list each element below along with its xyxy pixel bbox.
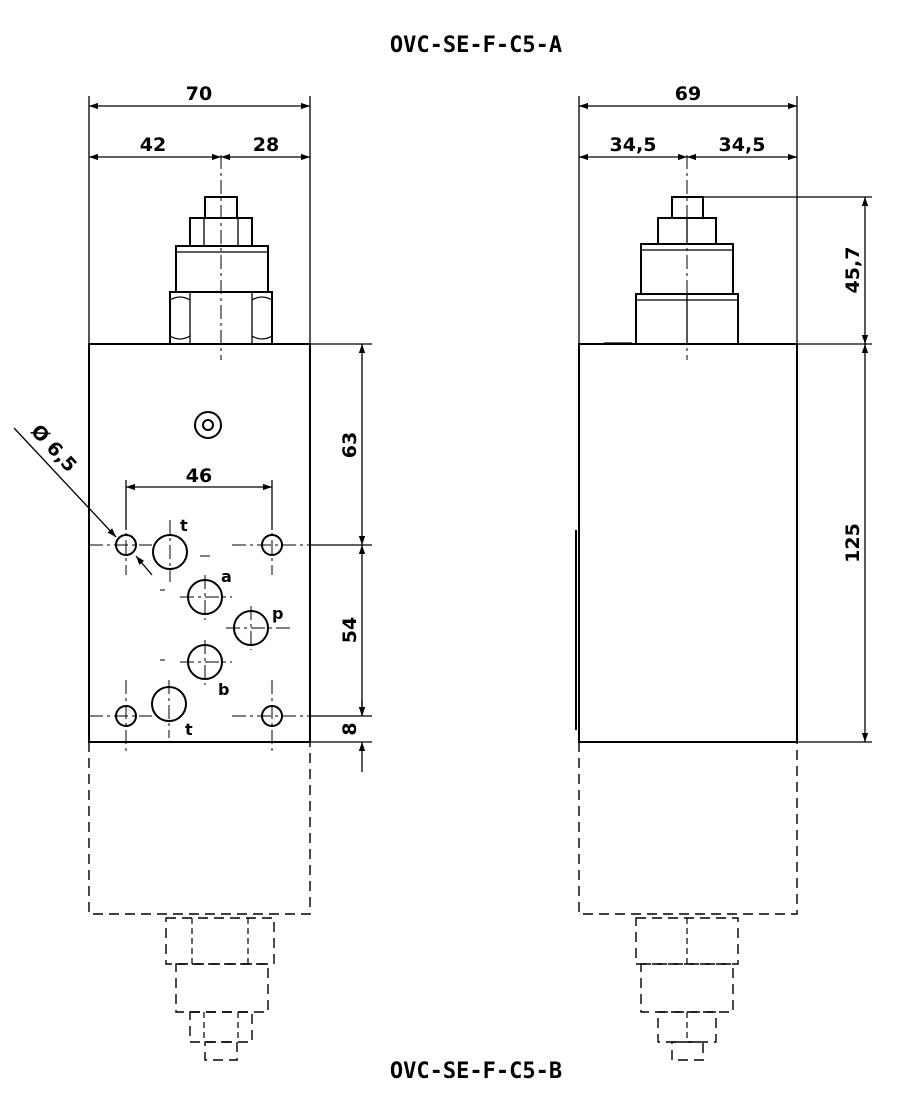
dim-front-vertical: 63 54 8 — [310, 343, 372, 772]
front-dashed-b-version — [88, 742, 311, 1061]
pilot-port-outer — [194, 411, 222, 439]
port-label-a: a — [221, 567, 232, 586]
dim-34-5-right-text: 34,5 — [719, 134, 766, 156]
dim-front-diameter: Ø 6,5 — [13, 420, 153, 576]
dim-63-text: 63 — [339, 432, 361, 458]
side-view: 69 34,5 34,5 45,7 125 — [575, 83, 872, 1061]
port-t-upper — [152, 534, 188, 570]
dim-front-70: 70 — [88, 83, 311, 344]
dim-8-text: 8 — [339, 722, 361, 735]
title-bottom: OVC-SE-F-C5-B — [390, 1059, 562, 1084]
dim-46-text: 46 — [186, 465, 212, 487]
dim-side-halves: 34,5 34,5 — [579, 134, 797, 161]
dim-28-text: 28 — [253, 134, 279, 156]
dim-54-text: 54 — [339, 617, 361, 643]
front-view: 70 42 28 46 Ø 6,5 — [13, 83, 372, 1061]
dim-side-vertical: 45,7 125 — [703, 196, 872, 743]
side-cartridge — [635, 196, 739, 345]
dim-42-text: 42 — [140, 134, 166, 156]
side-dashed-b-version — [578, 742, 798, 1061]
dim-diameter-text: Ø 6,5 — [26, 420, 81, 476]
port-label-t-lower: t — [185, 720, 193, 739]
dim-side-69: 69 — [578, 83, 798, 344]
front-cartridge — [169, 196, 273, 345]
dim-125-text: 125 — [842, 523, 864, 563]
dim-69-text: 69 — [675, 83, 701, 105]
port-label-p: p — [272, 604, 283, 623]
dim-45-7-text: 45,7 — [842, 247, 864, 294]
dim-front-42-28: 42 28 — [89, 134, 310, 161]
dim-front-46: 46 — [125, 465, 273, 530]
front-centerlines — [89, 155, 310, 755]
pilot-port-inner — [202, 419, 214, 431]
dim-34-5-left-text: 34,5 — [610, 134, 657, 156]
title-top: OVC-SE-F-C5-A — [390, 33, 562, 58]
side-body — [578, 343, 798, 743]
dim-70-text: 70 — [186, 83, 212, 105]
port-label-b: b — [218, 680, 229, 699]
port-label-t-upper: t — [180, 516, 188, 535]
front-body — [88, 343, 311, 743]
